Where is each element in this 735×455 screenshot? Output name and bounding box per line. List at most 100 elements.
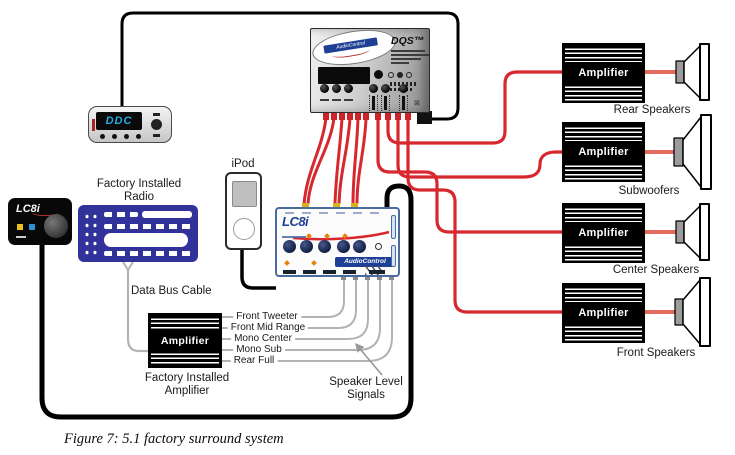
factory-amp-caption: Factory Installed Amplifier (129, 372, 245, 397)
dqs-knob (368, 84, 378, 93)
fine-print-line (391, 62, 409, 64)
rca-pair1-b (306, 117, 336, 205)
logo-red-swoosh (292, 230, 390, 241)
lc8i-logo: LC8i (282, 214, 309, 229)
ddc-button (153, 134, 160, 137)
wire-to-front-amp (406, 118, 562, 314)
orange-marker (284, 260, 290, 266)
dqs-slider (381, 95, 390, 111)
lc8i-top-stubs (302, 203, 358, 207)
radio-buttons-row (104, 212, 138, 217)
wire-label-mono-center: Mono Center (231, 334, 295, 344)
speaker-subwoofer (673, 114, 712, 190)
ddc-remote: DDC (88, 106, 172, 143)
ddc-button (153, 113, 160, 116)
dqs-knob (398, 84, 408, 93)
orange-marker (311, 260, 317, 266)
wire-label-mono-sub: Mono Sub (233, 345, 285, 355)
lc8i-knob (353, 240, 366, 253)
factory-radio-label: Factory Installed Radio (83, 178, 195, 203)
ddc-button (112, 134, 117, 139)
label-line: Factory Installed (96, 178, 182, 190)
connector-label (303, 270, 316, 274)
panel-label-mark (302, 212, 311, 214)
fine-print-line (391, 50, 425, 52)
speaker-label-rear: Rear Speakers (613, 104, 691, 116)
ipod-clickwheel (233, 218, 255, 240)
rca-pair3-a (351, 117, 360, 205)
rca-pair1-a (302, 117, 328, 205)
panel-label-mark (285, 212, 294, 214)
amp-heatsink-fins (565, 124, 642, 141)
amp-label: Amplifier (578, 227, 629, 239)
wire-to-sub-amp (396, 118, 562, 179)
amp-heatsink-fins (565, 163, 642, 180)
led-blue (29, 224, 35, 230)
speaker-level-arrow-line (359, 348, 383, 376)
speaker-label-sub: Subwoofers (618, 185, 680, 197)
speaker-level-label: Speaker Level Signals (310, 376, 422, 401)
ddc-side-slot (92, 119, 95, 131)
dqs-knob (331, 84, 341, 93)
knob-label-mark (332, 99, 341, 101)
ipod-label: iPod (231, 158, 255, 170)
wire-remote-to-lc8i (39, 183, 414, 420)
amplifier-center: Amplifier (562, 203, 645, 263)
dqs-knob (319, 84, 329, 93)
label-line: Speaker Level (329, 376, 403, 388)
lc8i-bottom-stubs (341, 275, 394, 280)
amp-heatsink-fins (565, 84, 642, 101)
wire-front-tweeter (222, 277, 345, 318)
knob-label-mark (320, 99, 329, 101)
wire-rear-full (222, 277, 393, 362)
label-line: Radio (123, 190, 155, 203)
ddc-dial (151, 119, 162, 130)
connector-label (369, 270, 385, 274)
radio-display (104, 233, 188, 247)
label-line: Amplifier (164, 384, 210, 397)
panel-label-mark (353, 212, 362, 214)
amp-heatsink-fins (565, 244, 642, 261)
dqs-slider (399, 95, 408, 111)
dqs-knob (343, 84, 353, 93)
dqs-slider (369, 95, 378, 111)
wire-databus (126, 270, 149, 353)
logo-red-swoosh (32, 210, 58, 216)
fine-print-line (391, 54, 429, 56)
radio-button-grid (83, 212, 99, 256)
amplifier-subwoofer: Amplifier (562, 122, 645, 182)
speaker-rear (675, 43, 710, 101)
panel-label-mark (370, 212, 379, 214)
rca-pair3-b (355, 117, 368, 205)
ddc-button (100, 134, 105, 139)
mounting-slot (391, 245, 396, 267)
dqs-button (406, 72, 412, 78)
ddc-button (136, 134, 141, 139)
amp-heatsink-fins (151, 315, 219, 330)
remote-knob (44, 214, 68, 238)
wire-label-rear-full: Rear Full (230, 356, 278, 366)
dqs-knob (374, 70, 383, 79)
ddc-display: DDC (96, 112, 142, 130)
amp-label: Amplifier (578, 146, 629, 158)
wire-to-rear-amp (386, 70, 562, 145)
rca-outputs-dqs (376, 70, 562, 314)
lc8i-processor: LC8i AudioControl (275, 207, 400, 277)
factory-radio (78, 205, 198, 262)
amp-heatsink-fins (565, 205, 642, 222)
dqs-remote-connector (417, 111, 432, 124)
speaker-label-center: Center Speakers (612, 264, 700, 276)
speaker-level-arrowhead (355, 343, 365, 353)
audiocontrol-logo-oval: AudioControl (309, 24, 399, 71)
cert-mark-icon: ⊠ (414, 100, 420, 107)
fine-print-line (391, 58, 421, 60)
speaker-front (674, 277, 711, 347)
lc8i-dash-remote: LC8i (8, 198, 72, 245)
speakers (673, 43, 712, 347)
label-line: Signals (347, 388, 385, 401)
mounting-slot (391, 215, 396, 239)
radio-cable-y (122, 261, 134, 272)
dqs-button (388, 72, 394, 78)
wire-mono-center (222, 277, 369, 340)
